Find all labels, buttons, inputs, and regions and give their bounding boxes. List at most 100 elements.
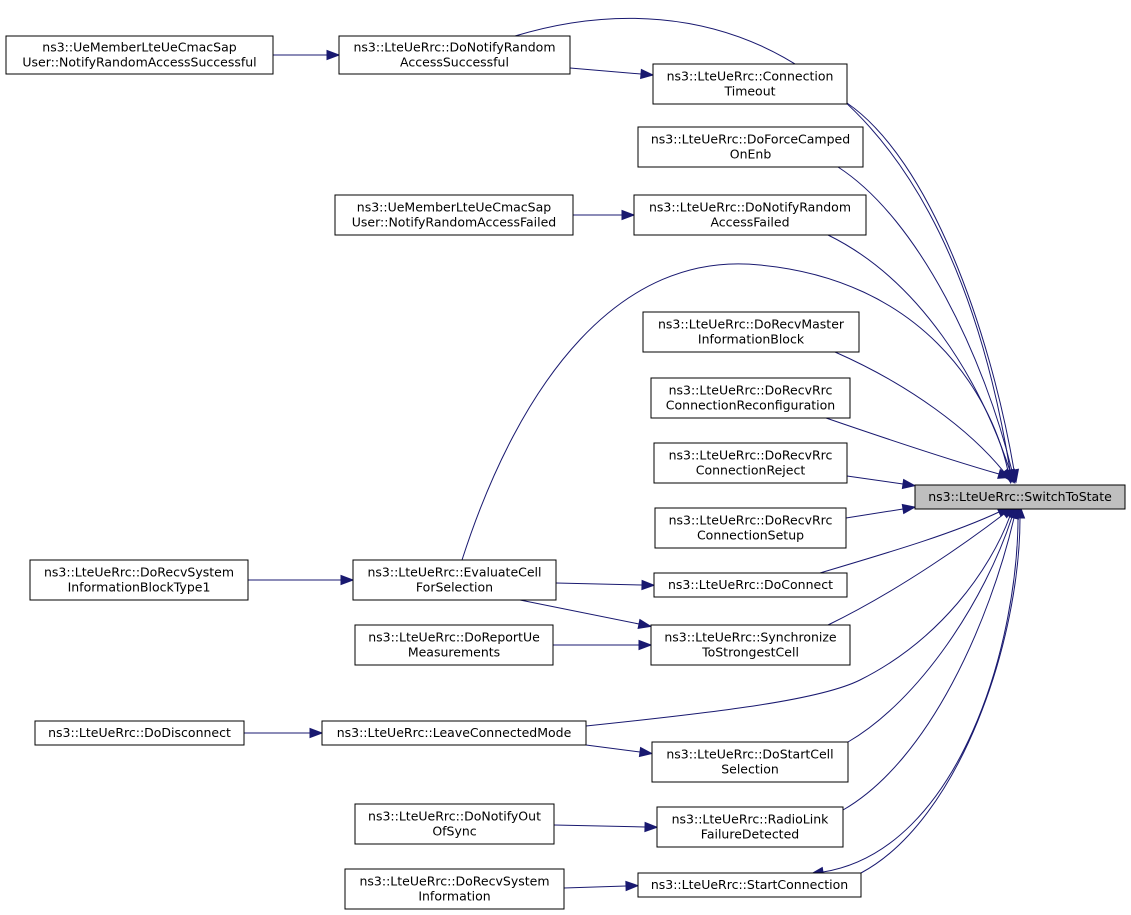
edge-startConn-to-switch: [860, 504, 1026, 874]
node-label-line: OnEnb: [730, 147, 772, 162]
node-box[interactable]: [334, 194, 574, 236]
edge-leaveConn-to-startCellSel: [585, 744, 654, 758]
node-box[interactable]: [321, 720, 587, 746]
edge-notifyRASuccess-to-connTimeout-arrowhead: [640, 68, 655, 80]
node-label-line: ns3::LteUeRrc::DoRecvSystem: [359, 874, 549, 889]
edge-recvMIB-to-switch-line: [834, 351, 1005, 473]
node-label-line: Timeout: [723, 84, 775, 99]
node-label-line: InformationBlockType1: [68, 580, 211, 595]
node-label-line: ns3::LteUeRrc::DoRecvSystem: [44, 565, 234, 580]
node-box[interactable]: [654, 507, 847, 549]
node-box[interactable]: [914, 484, 1126, 510]
node-label-line: AccessFailed: [710, 215, 789, 230]
node-label-line: InformationBlock: [698, 332, 805, 347]
node-recvreconf[interactable]: ns3::LteUeRrc::DoRecvRrcConnectionReconf…: [650, 377, 851, 419]
node-box[interactable]: [34, 720, 245, 746]
node-label-line: ns3::LteUeRrc::StartConnection: [651, 877, 848, 892]
node-box[interactable]: [29, 559, 249, 601]
node-box[interactable]: [651, 741, 849, 783]
edge-forceCamped-to-switch-line: [837, 166, 1013, 472]
node-label-line: ConnectionSetup: [697, 528, 804, 543]
edge-recvSI-to-startConn-line: [563, 885, 627, 889]
node-label-line: ns3::LteUeRrc::LeaveConnectedMode: [337, 725, 572, 740]
edge-evalCell-to-syncStrongest: [519, 599, 653, 630]
node-label-line: ToStrongestCell: [701, 645, 799, 660]
node-label-line: ns3::UeMemberLteUeCmacSap: [42, 40, 236, 55]
node-box[interactable]: [637, 872, 862, 898]
node-box[interactable]: [633, 194, 867, 236]
node-label-line: ns3::LteUeRrc::Synchronize: [664, 630, 837, 645]
node-label-line: ns3::LteUeRrc::DoRecvRrc: [669, 513, 833, 528]
node-dodisconnect[interactable]: ns3::LteUeRrc::DoDisconnect: [34, 720, 245, 746]
node-doconnect[interactable]: ns3::LteUeRrc::DoConnect: [653, 572, 848, 598]
edge-evalCell-to-syncStrongest-line: [519, 599, 640, 625]
node-label-line: ns3::LteUeRrc::DoNotifyRandom: [649, 200, 851, 215]
node-cmacfailed[interactable]: ns3::UeMemberLteUeCmacSapUser::NotifyRan…: [334, 194, 574, 236]
node-notifyrafailed[interactable]: ns3::LteUeRrc::DoNotifyRandomAccessFaile…: [633, 194, 867, 236]
node-box[interactable]: [352, 559, 557, 601]
node-notifyrasuccess[interactable]: ns3::LteUeRrc::DoNotifyRandomAccessSucce…: [338, 35, 571, 75]
edge-startConn-to-switch-line: [860, 517, 1021, 874]
node-label-line: Selection: [721, 762, 779, 777]
node-box[interactable]: [5, 35, 274, 75]
node-label-line: ns3::LteUeRrc::EvaluateCell: [367, 565, 541, 580]
node-box[interactable]: [652, 63, 848, 105]
node-leaveconn[interactable]: ns3::LteUeRrc::LeaveConnectedMode: [321, 720, 587, 746]
edge-recvReconf-to-switch: [825, 417, 1012, 479]
node-label-line: ns3::LteUeRrc::DoStartCell: [666, 747, 833, 762]
edge-recvSetup-to-switch-line: [845, 508, 904, 519]
edge-doConnect-to-switch: [819, 506, 1012, 574]
node-box[interactable]: [653, 442, 848, 484]
node-box[interactable]: [354, 803, 555, 845]
edge-notifyRASuccess-to-connTimeout: [569, 67, 655, 80]
node-syncstrongest[interactable]: ns3::LteUeRrc::SynchronizeToStrongestCel…: [650, 624, 851, 666]
node-label-line: ns3::LteUeRrc::DoReportUe: [368, 630, 540, 645]
node-recvsib1[interactable]: ns3::LteUeRrc::DoRecvSystemInformationBl…: [29, 559, 249, 601]
edge-recvSetup-to-switch-arrowhead: [901, 503, 917, 515]
node-box[interactable]: [637, 126, 864, 168]
edge-recvMIB-to-switch: [834, 351, 1013, 483]
node-box[interactable]: [354, 624, 554, 666]
node-recvmib[interactable]: ns3::LteUeRrc::DoRecvMasterInformationBl…: [642, 311, 860, 353]
node-switch[interactable]: ns3::LteUeRrc::SwitchToState: [914, 484, 1126, 510]
node-startconn[interactable]: ns3::LteUeRrc::StartConnection: [637, 872, 862, 898]
node-label-line: ConnectionReconfiguration: [666, 398, 835, 413]
edge-leaveConn-to-switch-line: [585, 515, 1011, 727]
edges-layer: [244, 17, 1026, 892]
node-label-line: ns3::LteUeRrc::DoRecvMaster: [658, 317, 845, 332]
edge-connTimeout-to-switch-line: [846, 102, 1015, 471]
node-label-line: OfSync: [432, 824, 476, 839]
edge-evalCell-to-doConnect-line: [555, 582, 643, 586]
node-box[interactable]: [650, 624, 851, 666]
node-label-line: ns3::UeMemberLteUeCmacSap: [357, 200, 551, 215]
node-box[interactable]: [344, 868, 565, 910]
edge-notifyRAFailed-to-switch-line: [827, 234, 1011, 472]
node-label-line: ns3::LteUeRrc::RadioLink: [672, 812, 830, 827]
edge-cmacSuccess-to-notifyRASuccess: [273, 49, 341, 61]
edge-evalCell-to-doConnect-arrowhead: [641, 579, 656, 591]
node-box[interactable]: [642, 311, 860, 353]
node-box[interactable]: [656, 806, 844, 848]
node-box[interactable]: [653, 572, 848, 598]
edge-cmacFailed-to-notifyRAFailed-arrowhead: [621, 209, 636, 221]
edge-startCellSel-to-switch-line: [847, 516, 1013, 743]
node-label-line: ns3::LteUeRrc::DoDisconnect: [48, 725, 231, 740]
node-box[interactable]: [650, 377, 851, 419]
edge-doDisconnect-to-leaveConn-arrowhead: [309, 727, 324, 739]
node-cmacsuccess[interactable]: ns3::UeMemberLteUeCmacSapUser::NotifyRan…: [5, 35, 274, 75]
edge-evalCell-to-doConnect: [555, 579, 656, 591]
node-label-line: ns3::LteUeRrc::DoForceCamped: [651, 132, 850, 147]
node-box[interactable]: [338, 35, 571, 75]
edge-recvSIB1-to-evalCell: [248, 574, 355, 586]
